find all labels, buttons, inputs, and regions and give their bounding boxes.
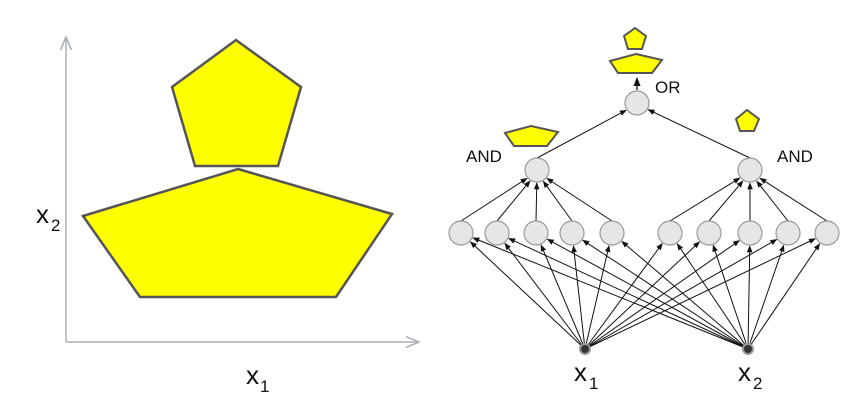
hidden-node-6 — [657, 220, 683, 246]
edge-input2-hidden7 — [712, 244, 749, 350]
input-label-x1: x — [574, 357, 587, 387]
x-axis-label: x — [246, 360, 259, 390]
y-axis-subscript: 2 — [51, 216, 60, 235]
edge-hidden1-and — [460, 177, 528, 222]
edge-input2-hidden6 — [676, 243, 749, 350]
edge-hidden2-and — [496, 180, 531, 222]
left-panel: x 2 x 1 — [36, 38, 418, 396]
edge-input1-hidden2 — [504, 242, 586, 350]
input-to-hidden-edges — [469, 237, 821, 350]
or-node — [624, 90, 650, 116]
edge-input1-hidden9 — [584, 239, 778, 350]
edge-input1-hidden1 — [469, 241, 586, 350]
edge-input1-hidden3 — [540, 244, 586, 350]
and-node-right — [737, 157, 763, 183]
input-subscript-x2: 2 — [753, 374, 762, 393]
edge-input1-hidden8 — [584, 240, 740, 350]
and-node-left — [524, 157, 550, 183]
edge-hidden7-and — [708, 180, 744, 222]
combined-pentagon-icon — [608, 26, 664, 74]
edge-hidden3-and — [533, 182, 540, 222]
network-panel: OR AND AND x 1 x 2 — [448, 26, 840, 393]
edge-hidden9-and — [756, 180, 789, 222]
or-label: OR — [655, 78, 681, 97]
edge-input2-hidden4 — [582, 239, 749, 350]
hidden-node-10 — [814, 220, 840, 246]
wide-pentagon-icon — [503, 124, 560, 147]
edge-input1-hidden4 — [571, 245, 586, 350]
edge-input1-hidden5 — [584, 244, 611, 350]
edge-and1-or — [536, 109, 627, 159]
edge-input2-hidden10 — [747, 243, 821, 350]
edge-input2-hidden1 — [472, 237, 749, 350]
hidden-node-4 — [559, 220, 585, 246]
hidden-node-5 — [599, 220, 625, 246]
edge-hidden10-and — [759, 177, 828, 222]
edge-input1-hidden6 — [584, 242, 663, 350]
edge-input2-hidden5 — [621, 240, 749, 350]
input-label-x2: x — [738, 357, 751, 387]
hidden-node-3 — [523, 220, 549, 246]
large-pentagon-shape — [80, 167, 394, 299]
hidden-node-9 — [775, 220, 801, 246]
edge-hidden6-and — [669, 177, 741, 222]
and-label-right: AND — [777, 147, 813, 166]
hidden-layer — [448, 220, 840, 246]
hidden-node-1 — [448, 220, 474, 246]
hidden-node-2 — [484, 220, 510, 246]
small-pentagon-icon — [734, 108, 761, 132]
edge-input2-hidden8 — [746, 245, 753, 350]
hidden-node-8 — [737, 220, 763, 246]
input-node-x2 — [742, 343, 754, 355]
edge-and2-or — [647, 109, 751, 159]
hidden-node-7 — [696, 220, 722, 246]
and-label-left: AND — [466, 147, 502, 166]
hidden-to-and-edges — [460, 177, 828, 222]
edge-input1-hidden10 — [584, 238, 816, 350]
edge-input2-hidden9 — [747, 244, 785, 350]
x-axis-subscript: 1 — [260, 377, 269, 396]
and-to-or-edges — [536, 109, 751, 159]
edge-hidden4-and — [542, 180, 573, 222]
edge-input2-hidden3 — [546, 238, 749, 350]
small-pentagon-shape — [170, 38, 303, 168]
y-axis-label: x — [36, 199, 49, 229]
input-node-x1 — [579, 343, 591, 355]
edge-input1-hidden7 — [584, 241, 701, 350]
input-subscript-x1: 1 — [589, 374, 598, 393]
edge-input2-hidden2 — [508, 237, 749, 350]
edge-hidden5-and — [546, 177, 613, 222]
